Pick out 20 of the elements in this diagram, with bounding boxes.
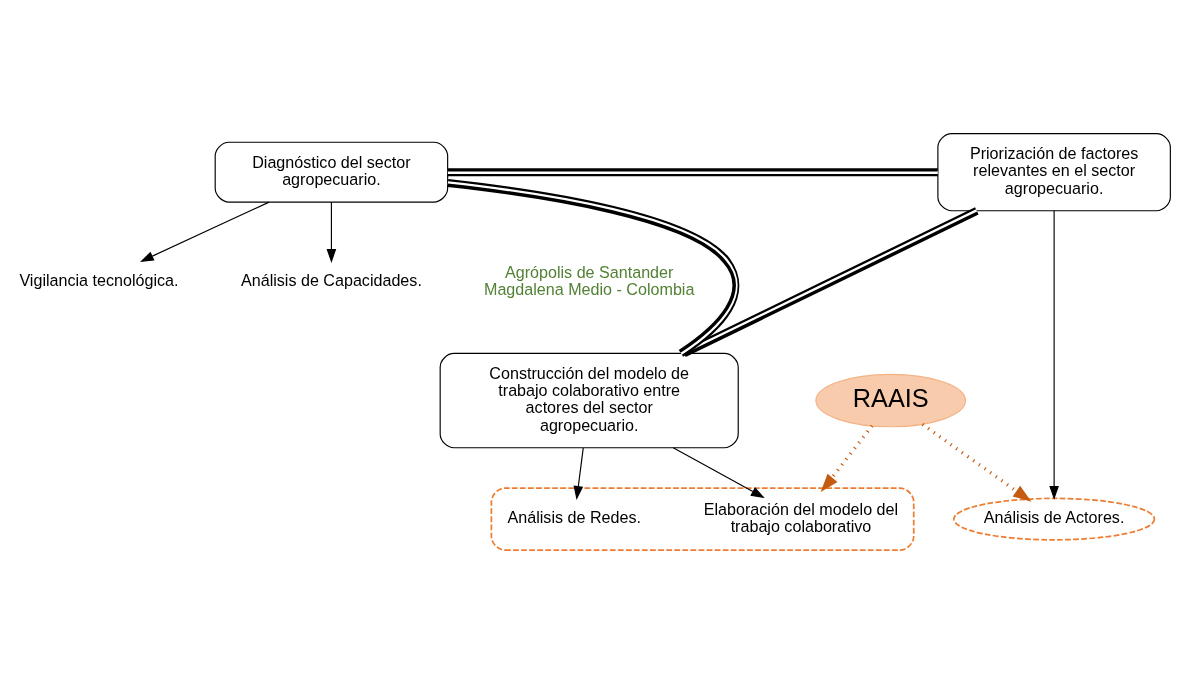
arrow — [921, 422, 1032, 502]
arrow — [820, 424, 874, 492]
arrow — [140, 201, 270, 262]
node-box: Priorización de factores relevantes en el sector agropecuario. — [937, 132, 1171, 211]
connector — [447, 178, 740, 357]
node-box: Diagnóstico del sector agropecuario. — [214, 141, 449, 203]
node-text: Análisis de Capacidades. — [240, 270, 422, 289]
connector — [447, 167, 938, 176]
node-ellipse: RAAIS — [815, 373, 967, 427]
arrow — [1049, 209, 1059, 500]
node-text: Vigilancia tecnológica. — [19, 270, 179, 289]
arrow — [326, 201, 337, 263]
connector — [682, 206, 979, 357]
node-text: Elaboración del modelo del trabajo colaborativo — [703, 499, 899, 535]
node-text: Análisis de Redes. — [507, 507, 641, 526]
arrow — [573, 446, 584, 500]
arrow — [672, 446, 765, 498]
node-box: Construcción del modelo de trabajo colaborativo entre actores del sector agropecuario. — [439, 352, 739, 448]
label: Agrópolis de Santander Magdalena Medio - Colombia — [483, 262, 695, 298]
node-ellipse: Análisis de Actores. — [952, 497, 1156, 541]
